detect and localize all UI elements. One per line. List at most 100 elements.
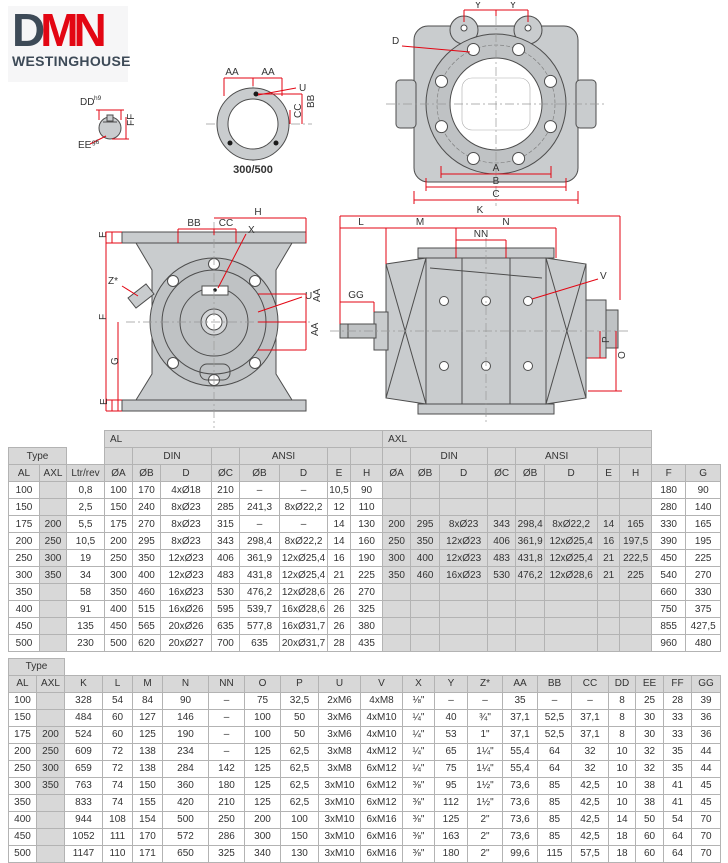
cell: 300 — [8, 566, 40, 584]
cell: 155 — [132, 793, 163, 812]
bolt-hole — [544, 74, 557, 88]
cell: 200 — [382, 515, 412, 533]
cell — [487, 617, 517, 635]
cell: 250 — [36, 742, 65, 761]
cell — [36, 691, 65, 710]
cell: 150 — [132, 776, 163, 795]
cell: 763 — [64, 776, 103, 795]
cell: 100 — [8, 691, 37, 710]
cell: 170 — [132, 481, 162, 499]
cell — [382, 583, 412, 601]
cell: 325 — [208, 844, 245, 863]
cell: 171 — [132, 844, 163, 863]
cell: 20xØ31,7 — [279, 634, 329, 652]
dim-label-k: K — [477, 206, 484, 216]
cell: 73,6 — [502, 776, 538, 795]
column-header: Y — [434, 674, 468, 693]
cell: 12 — [327, 498, 352, 516]
spacer — [8, 430, 105, 448]
cell: 33 — [663, 708, 692, 727]
cell: 6xM16 — [360, 810, 403, 829]
bolt-hole — [167, 357, 179, 369]
cell: 300 — [382, 549, 412, 567]
cell: 28 — [663, 691, 692, 710]
cell — [410, 634, 441, 652]
cell: – — [279, 515, 329, 533]
cell: 18 — [608, 844, 636, 863]
cell — [597, 481, 621, 499]
cell: 73,6 — [502, 793, 538, 812]
cell: 60 — [102, 708, 133, 727]
cell: 330 — [685, 583, 722, 601]
bolt-hole — [512, 152, 526, 165]
cell: 52,5 — [537, 708, 572, 727]
shaft-end-detail-drawing: DD h9 FF EE g6 — [78, 95, 137, 151]
dim-label-p: P — [601, 336, 612, 343]
type-header: Type — [8, 658, 65, 676]
column-header: E — [327, 464, 352, 482]
column-header: AXL — [39, 464, 67, 482]
column-header: G — [685, 464, 722, 482]
cell: 10 — [608, 759, 636, 778]
cell — [410, 600, 441, 618]
cell: 460 — [132, 583, 162, 601]
dim-label-f: F — [98, 314, 109, 320]
column-header: N — [162, 674, 209, 693]
cell — [439, 498, 489, 516]
cell: ⅜" — [402, 810, 435, 829]
cell: 620 — [132, 634, 162, 652]
cell: 200 — [39, 515, 67, 533]
header-row-standards: Type DIN ANSI DIN ANSI — [8, 447, 721, 465]
column-header: ØC — [211, 464, 241, 482]
cell: 62,5 — [280, 776, 319, 795]
cell: 400 — [410, 549, 441, 567]
ring-hole — [227, 140, 233, 146]
cell: 530 — [487, 566, 517, 584]
cell: 1¼" — [467, 742, 503, 761]
cell: 14 — [597, 515, 621, 533]
cell: 360 — [162, 776, 209, 795]
column-header: ØA — [382, 464, 412, 482]
bolt-hole — [466, 152, 480, 165]
cell — [439, 600, 489, 618]
cell: 6xM16 — [360, 827, 403, 846]
cell: 515 — [132, 600, 162, 618]
header-row-groups: AL AXL — [8, 430, 721, 448]
cell: 36 — [690, 725, 722, 744]
cell: 73,6 — [502, 827, 538, 846]
cell: 50 — [635, 810, 664, 829]
cell: ¼" — [402, 708, 435, 727]
cell: 285 — [211, 498, 241, 516]
cell: 150 — [280, 827, 319, 846]
cell: 25 — [635, 691, 664, 710]
cell: 350 — [104, 583, 134, 601]
cell — [515, 634, 546, 652]
cell: 90 — [162, 691, 209, 710]
dim-label-e-top: E — [98, 231, 109, 238]
cell — [544, 634, 599, 652]
cell: 45 — [690, 776, 722, 795]
dim-label-bb: BB — [306, 94, 316, 108]
cell: 8 — [608, 691, 636, 710]
cell: 35 — [663, 742, 692, 761]
cell: 6xM12 — [360, 759, 403, 778]
cell: 175 — [8, 515, 40, 533]
spacer — [64, 658, 721, 675]
cell: 484 — [64, 708, 103, 727]
cell: 476,2 — [239, 583, 281, 601]
cell: 4xM12 — [360, 742, 403, 761]
cell: 38 — [635, 793, 664, 812]
cell: 60 — [635, 844, 664, 863]
cell — [487, 481, 517, 499]
cell: 225 — [350, 566, 384, 584]
bolt-hole — [249, 275, 261, 287]
cell: 38 — [635, 776, 664, 795]
cell — [515, 617, 546, 635]
cell: 539,7 — [239, 600, 281, 618]
cell: 270 — [132, 515, 162, 533]
